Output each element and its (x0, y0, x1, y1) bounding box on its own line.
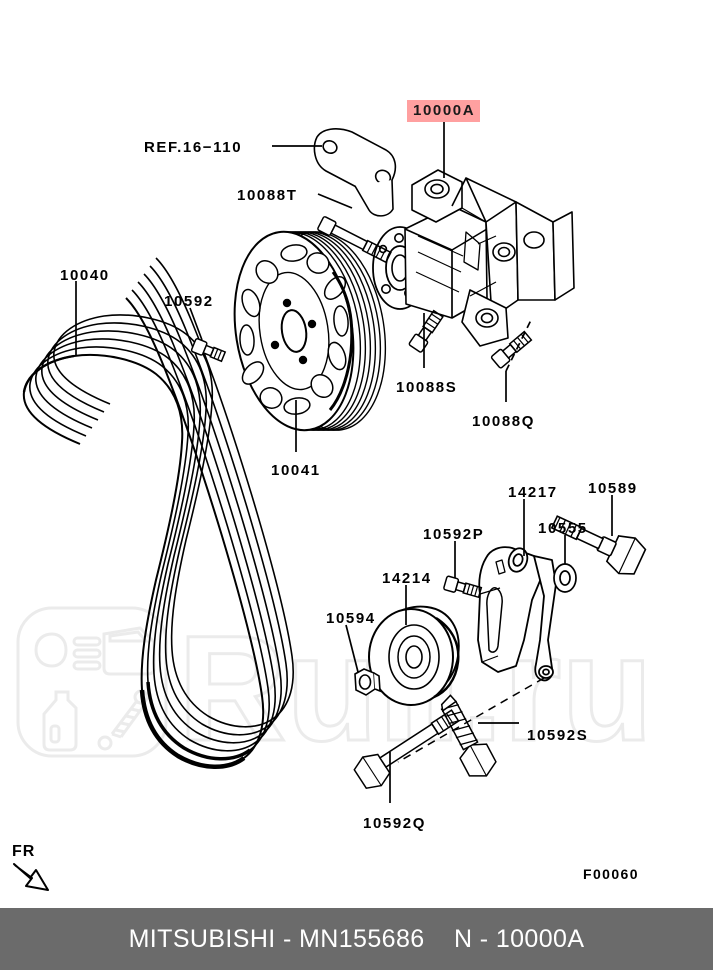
callout-10592s: 10592S (527, 727, 589, 744)
callout-10040: 10040 (60, 267, 110, 284)
bolt-10592 (190, 337, 227, 363)
callout-10592q: 10592Q (363, 815, 426, 832)
water-pump-10000a (372, 169, 575, 347)
idler-pulley-14214 (368, 605, 460, 706)
callout-10592p: 10592P (423, 526, 485, 543)
footer-part-reference: MITSUBISHI - MN155686 N - 10000A (128, 924, 585, 953)
fr-orientation-marker: FR (10, 843, 70, 898)
washer-10555 (553, 563, 577, 593)
bolt-10592p (443, 575, 483, 599)
callout-10592: 10592 (164, 293, 214, 310)
drive-belt-10040 (22, 257, 294, 769)
callout-10589: 10589 (588, 480, 638, 497)
pulley-10041 (233, 230, 387, 432)
callout-10088t: 10088T (237, 187, 298, 204)
diagram-canvas: Ruli.ru (10, 100, 655, 898)
parts-illustration: Ruli.ru (13, 122, 654, 891)
leader-lines (75, 122, 613, 803)
callout-10594: 10594 (326, 610, 376, 627)
fr-label: FR (12, 843, 36, 860)
callout-10088q: 10088Q (472, 413, 535, 430)
diagram-code: F00060 (583, 866, 639, 882)
bolt-10088s (408, 309, 444, 353)
bolt-10592s (440, 694, 497, 777)
callout-10000a-highlighted: 10000A (407, 100, 481, 122)
tensioner-arm-14217 (477, 546, 557, 682)
callout-10041: 10041 (271, 462, 321, 479)
bolt-10088q (490, 330, 533, 369)
bolt-10589 (550, 515, 647, 575)
callout-10088s: 10088S (396, 379, 458, 396)
watermark-logo (16, 606, 168, 758)
callout-10555: 10555 (538, 520, 588, 537)
bracket-ref-16-110 (313, 128, 397, 217)
fr-arrow-icon (13, 863, 49, 891)
bolt-10088t (317, 216, 392, 264)
nut-10594 (354, 668, 381, 696)
callout-ref-16-110: REF.16−110 (144, 139, 243, 156)
callout-14214: 14214 (382, 570, 432, 587)
callout-14217: 14217 (508, 484, 558, 501)
footer-bar: MITSUBISHI - MN155686 N - 10000A (0, 908, 713, 970)
